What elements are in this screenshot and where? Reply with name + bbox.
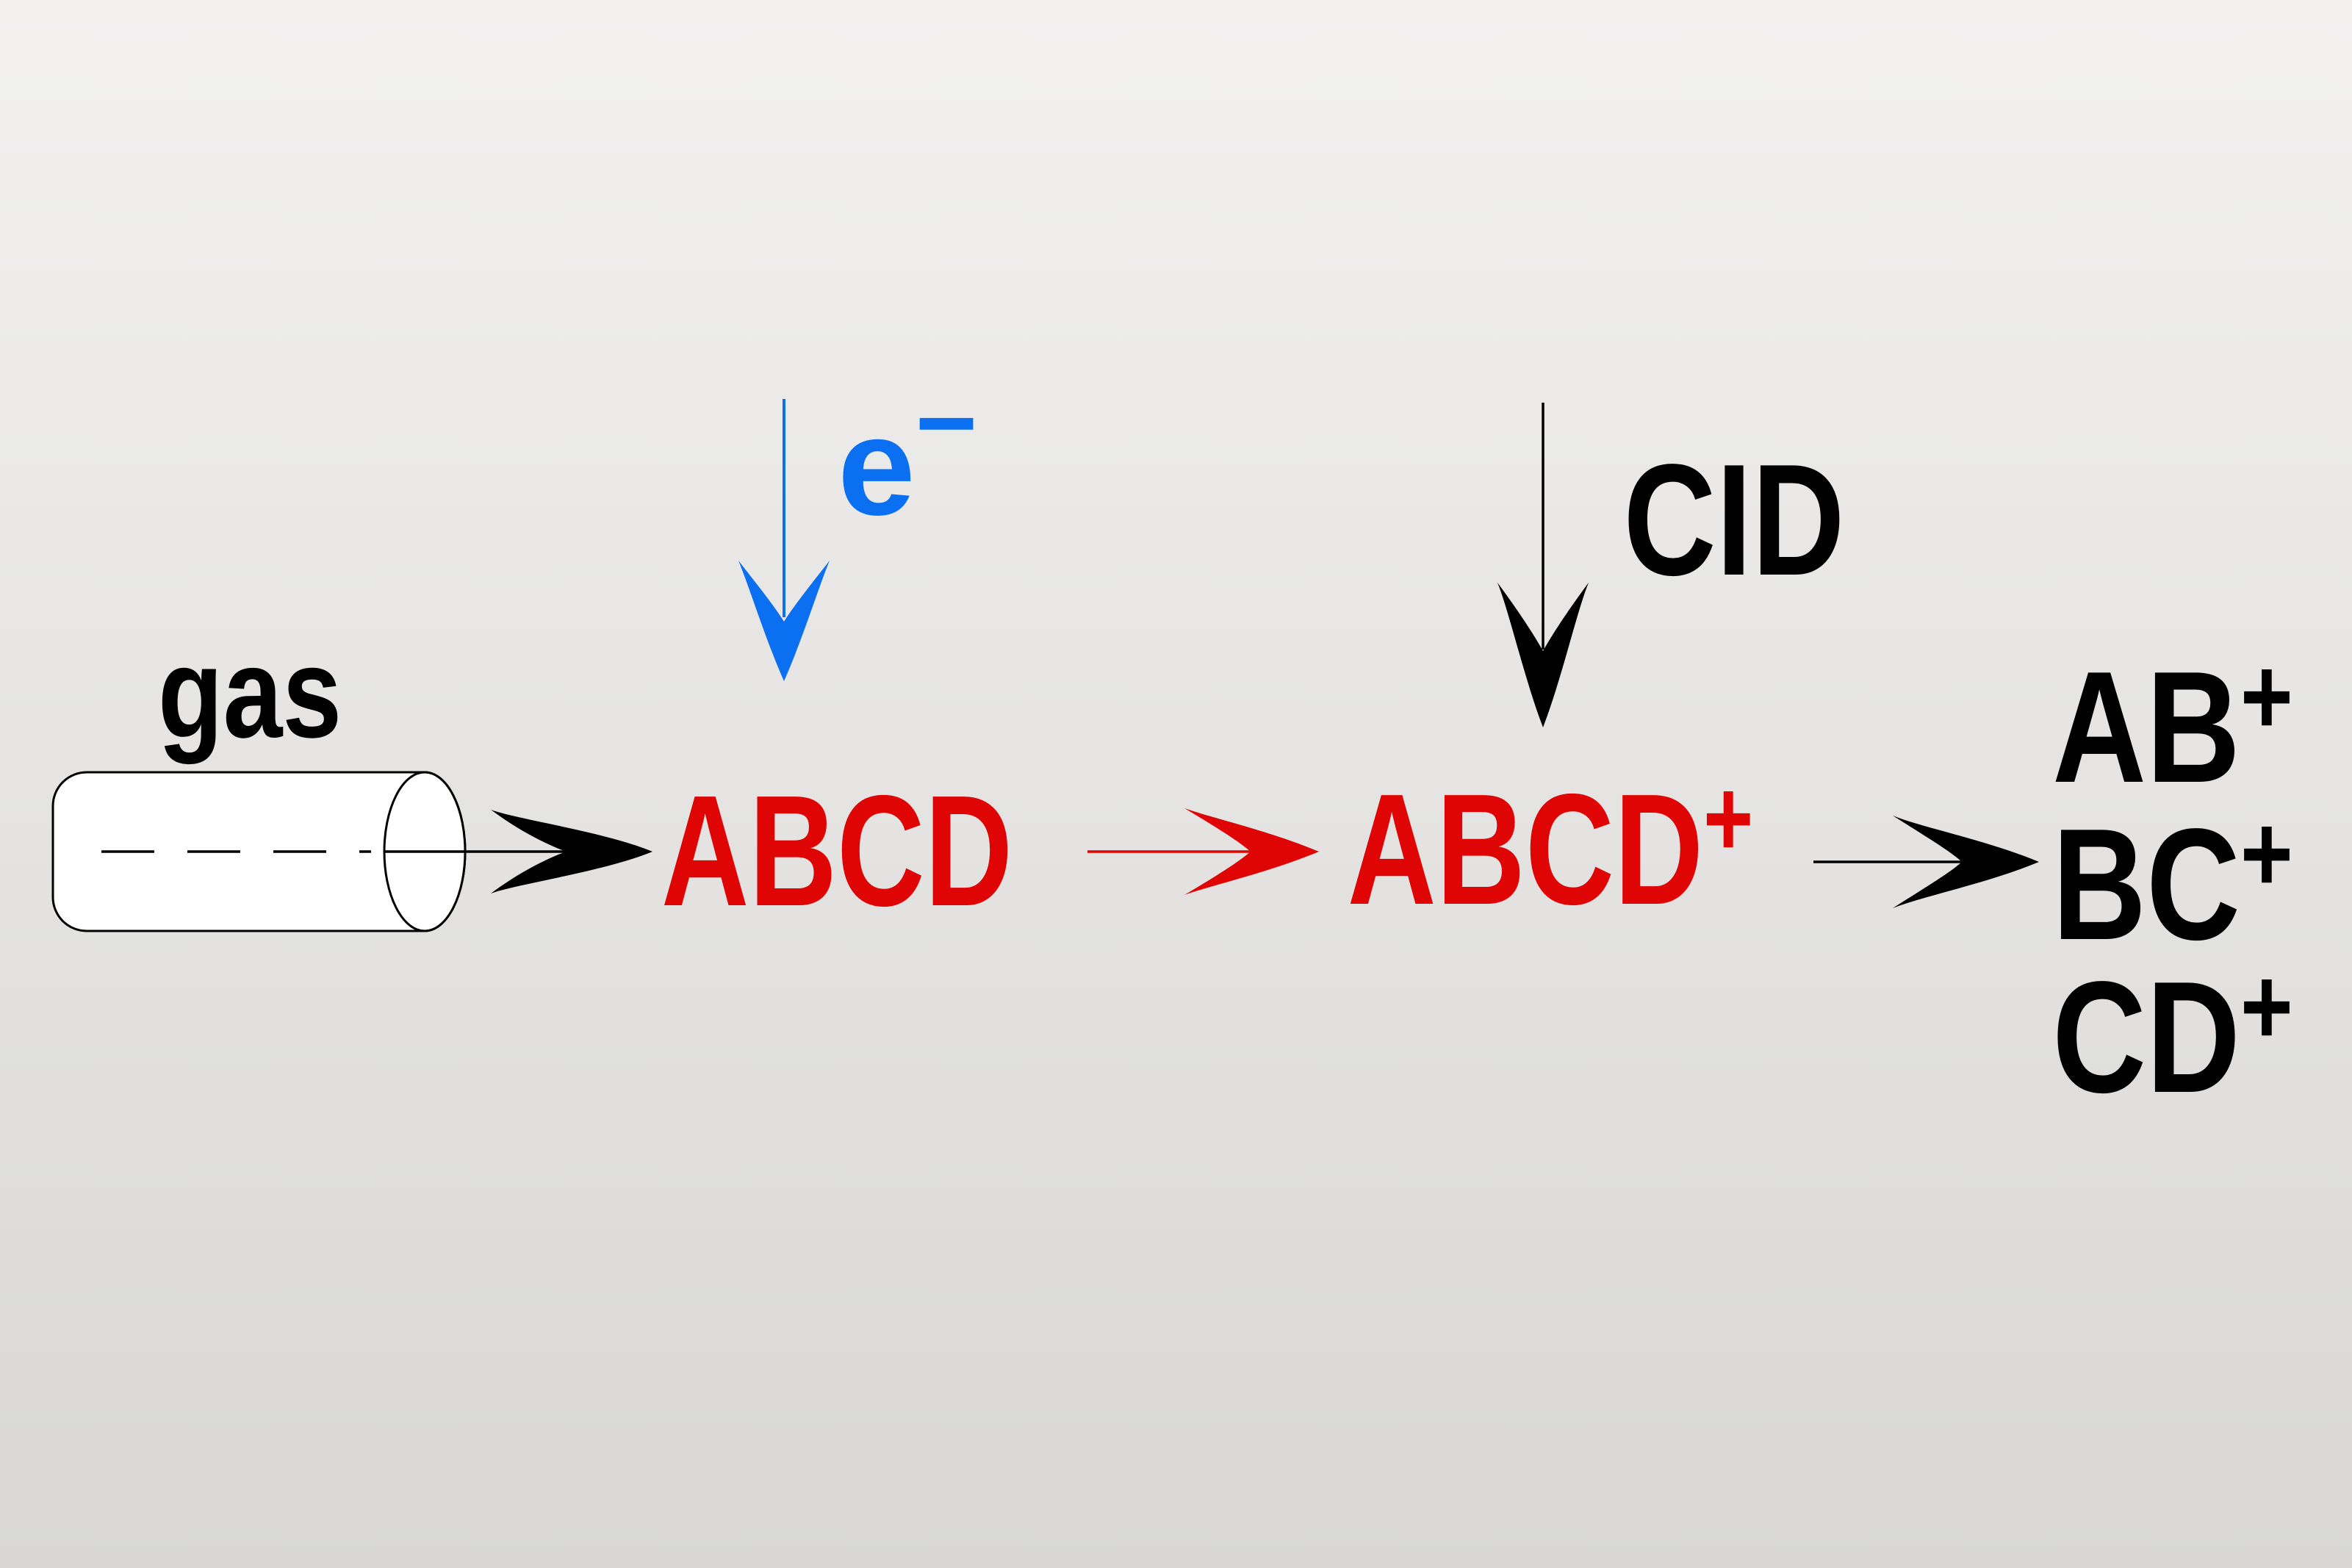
- electron-arrow: [738, 399, 830, 681]
- electron-arrowhead-icon: [738, 561, 830, 681]
- molecular-ion-label: ABCD+: [1348, 756, 1754, 938]
- fragment-ab-superscript: +: [2240, 635, 2293, 758]
- cid-label: CID: [1623, 431, 1844, 608]
- arrow-fragmentation: [1813, 816, 2039, 908]
- electron-label-superscript: −: [916, 363, 978, 482]
- fragment-bc-base: BC: [2052, 795, 2240, 973]
- gas-label: gas: [158, 621, 342, 765]
- fragment-cd-base: CD: [2052, 948, 2240, 1126]
- fragment-cd-superscript: +: [2240, 945, 2293, 1068]
- electron-label: e−: [838, 363, 977, 544]
- fragment-bc-superscript: +: [2240, 792, 2293, 915]
- fragment-cd-label: CD+: [2052, 945, 2293, 1125]
- cid-arrowhead-icon: [1497, 583, 1589, 727]
- molecular-ion-superscript: +: [1703, 756, 1753, 880]
- neutral-molecule-label: ABCD: [661, 762, 1013, 939]
- fragment-ab-label: AB+: [2052, 635, 2293, 815]
- arrow-gas-arrowhead-icon: [491, 810, 652, 893]
- arrow-ionization-arrowhead-icon: [1184, 808, 1319, 895]
- molecular-ion-base: ABCD: [1348, 760, 1703, 938]
- electron-label-base: e: [838, 389, 916, 544]
- arrow-gas-to-abcd: [385, 810, 652, 893]
- fragment-ab-base: AB: [2052, 638, 2240, 816]
- arrow-ionization: [1087, 808, 1319, 895]
- fragment-bc-label: BC+: [2052, 792, 2293, 972]
- cid-arrow: [1497, 403, 1589, 727]
- arrow-fragmentation-arrowhead-icon: [1893, 816, 2039, 908]
